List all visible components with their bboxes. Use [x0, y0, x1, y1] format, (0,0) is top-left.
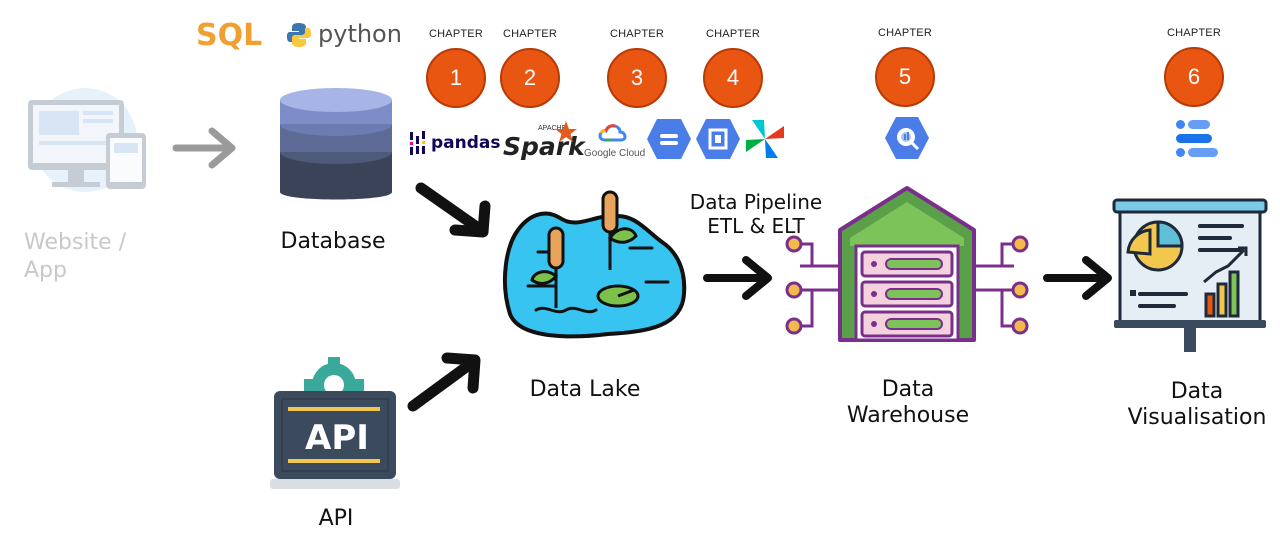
chapter-4-caption: CHAPTER: [706, 28, 760, 40]
dataproc-hexagon-icon: [696, 119, 740, 159]
chapter-2-caption: CHAPTER: [503, 28, 557, 40]
chapter-4-badge: 4: [703, 48, 763, 108]
chapter-5-badge: 5: [875, 47, 935, 107]
website-app-icon: [28, 88, 146, 192]
python-logo-icon: [287, 23, 311, 47]
bigquery-icon: [885, 117, 929, 159]
data-visualisation-board-icon: [1112, 198, 1268, 352]
data-pipeline-label: Data Pipeline ETL & ELT: [676, 190, 836, 238]
google-cloud-text: Google Cloud: [584, 148, 646, 159]
chapter-5-caption: CHAPTER: [878, 27, 932, 39]
airflow-pinwheel-icon: [746, 120, 784, 158]
lake-to-warehouse-arrow: [703, 256, 772, 300]
api-screen-text: API: [305, 418, 369, 458]
data-pipeline-line1: Data Pipeline: [689, 190, 823, 214]
data-visualisation-line2: Visualisation: [1127, 405, 1267, 431]
data-visualisation-line1: Data: [1170, 379, 1224, 404]
chapter-6-badge: 6: [1164, 47, 1224, 107]
api-to-lake-arrow: [407, 352, 481, 412]
chapter-1-badge: 1: [426, 48, 486, 108]
chapter-3-badge: 3: [607, 48, 667, 108]
api-laptop-icon: [270, 357, 400, 489]
data-visualisation-label: Data Visualisation: [1118, 379, 1276, 432]
data-warehouse-icon: [785, 186, 1029, 342]
warehouse-to-visualisation-arrow: [1043, 256, 1112, 300]
database-cylinder-icon: [280, 88, 392, 200]
website-to-database-arrow: [172, 127, 236, 169]
database-to-lake-arrow: [415, 182, 491, 238]
spark-star-icon: [555, 121, 577, 142]
google-cloud-icon: [598, 124, 627, 142]
data-lake-label: Data Lake: [529, 377, 641, 402]
sql-logo: SQL: [196, 18, 263, 53]
data-warehouse-line1: Data: [881, 377, 935, 402]
dataflow-hexagon-icon: [647, 119, 691, 159]
chapter-1-caption: CHAPTER: [429, 28, 483, 40]
pandas-icon: [410, 131, 425, 155]
chapter-6-caption: CHAPTER: [1167, 27, 1221, 39]
looker-studio-icon: [1176, 120, 1218, 157]
spark-apache-text: APACHE: [538, 125, 567, 132]
data-warehouse-label: Data Warehouse: [830, 377, 986, 430]
chapter-2-badge: 2: [500, 48, 560, 108]
database-label: Database: [280, 229, 386, 254]
api-label: API: [318, 506, 354, 531]
data-warehouse-line2: Warehouse: [846, 403, 970, 429]
website-app-label: Website / App: [24, 230, 127, 283]
pandas-logo-text: pandas: [431, 133, 501, 153]
chapter-3-caption: CHAPTER: [610, 28, 664, 40]
data-lake-icon: [503, 190, 687, 339]
python-logo-text: python: [318, 20, 402, 48]
data-pipeline-line2: ETL & ELT: [707, 214, 805, 238]
